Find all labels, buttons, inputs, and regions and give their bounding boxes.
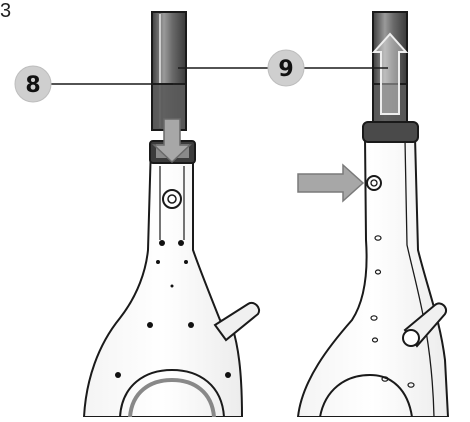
- left-body-dots: [115, 240, 231, 378]
- callout-8-label: 8: [25, 73, 40, 98]
- arrow-right-icon: [297, 163, 365, 203]
- arrow-down-icon: [152, 118, 192, 164]
- right-assembly: [296, 11, 450, 418]
- left-main-body: [82, 143, 244, 418]
- step-number: 3: [0, 0, 12, 22]
- right-socket-collar: [362, 121, 419, 143]
- right-body-holes: [370, 235, 415, 388]
- left-release-button: [162, 189, 182, 209]
- callout-9-label: 9: [278, 57, 293, 82]
- callout-9: 9: [178, 49, 388, 87]
- right-lock-pin: [366, 175, 382, 191]
- left-side-nozzle: [213, 302, 260, 342]
- right-main-body: [296, 136, 450, 418]
- arrow-up-icon: [371, 32, 409, 115]
- callout-8: 8: [14, 65, 173, 103]
- left-assembly: [82, 11, 260, 418]
